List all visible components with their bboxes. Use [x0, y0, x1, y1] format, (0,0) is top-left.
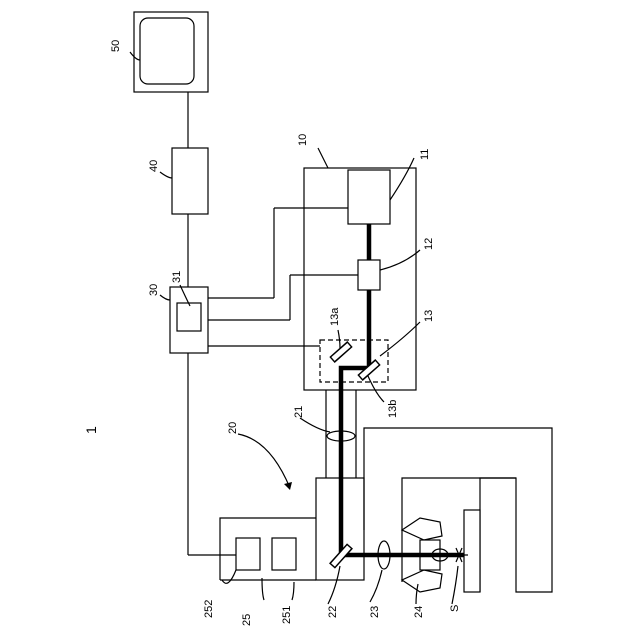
detector-25: [236, 538, 296, 570]
label-scanner: 10: [297, 134, 309, 146]
label-unit31: 31: [171, 271, 183, 283]
label-sample: S: [449, 605, 461, 612]
label-monitor: 50: [110, 40, 122, 52]
label-detector: 25: [241, 614, 253, 626]
element-12: [358, 260, 380, 290]
light-source-11: [348, 170, 390, 224]
label-objective: 24: [413, 606, 425, 618]
arrow-head-20: [284, 482, 292, 490]
label-controller: 40: [148, 160, 160, 172]
label-elem12: 12: [423, 238, 435, 250]
label-system: 1: [83, 426, 99, 434]
unit-31: [177, 303, 201, 331]
controller-40: [172, 148, 208, 214]
stage: [464, 510, 480, 592]
label-mirror13a: 13a: [329, 307, 341, 326]
label-mirror13b: 13b: [387, 400, 399, 418]
label-splitter: 13: [423, 310, 435, 322]
label-source: 11: [419, 149, 431, 160]
label-lens21: 21: [293, 406, 305, 418]
label-lens23: 23: [369, 606, 381, 618]
label-det251: 251: [281, 606, 293, 624]
label-unit30: 30: [148, 284, 160, 296]
label-det252: 252: [203, 600, 215, 618]
label-mirror22: 22: [327, 606, 339, 618]
unit-30: [170, 287, 208, 353]
label-microscope: 20: [227, 422, 239, 434]
microscope-20: [220, 390, 552, 592]
monitor-50: [134, 12, 208, 92]
